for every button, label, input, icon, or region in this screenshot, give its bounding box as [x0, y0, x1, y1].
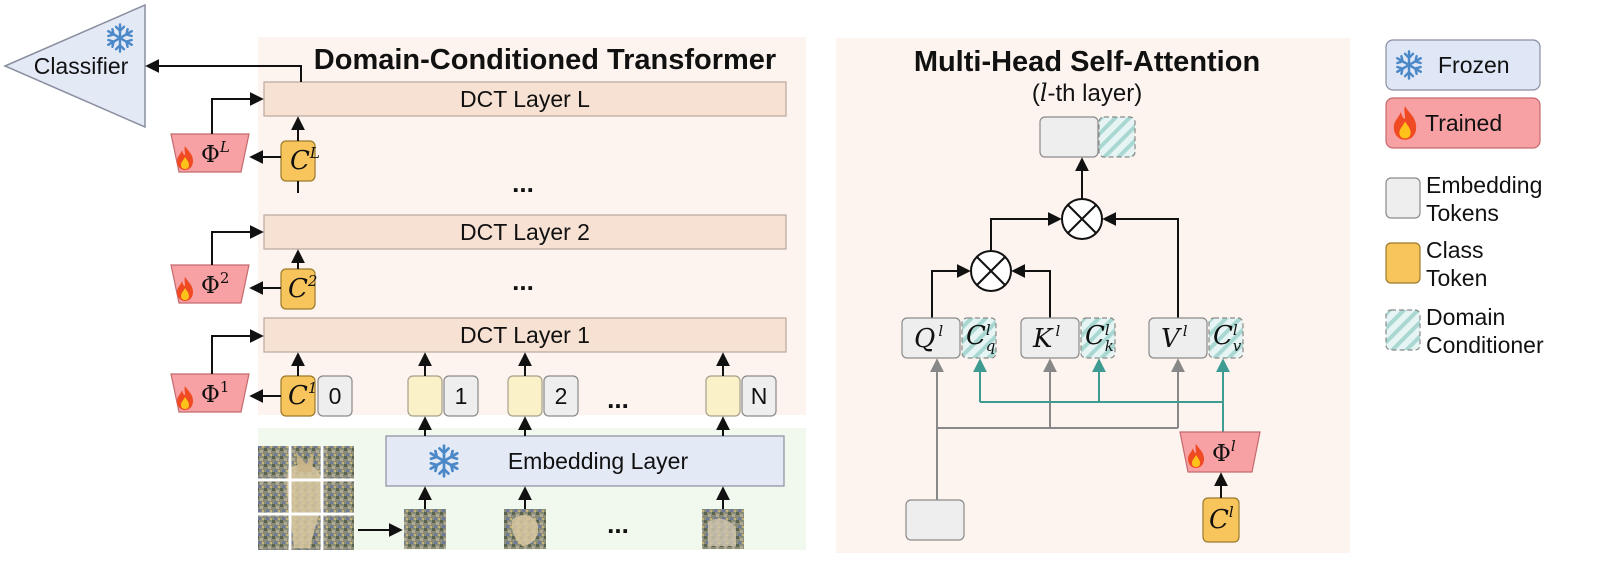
key-token [1020, 317, 1080, 359]
multiply-icon [1061, 198, 1103, 240]
query-conditioner [961, 317, 997, 359]
legend-trained-label: Trained [1425, 110, 1502, 136]
legend-class-label-1: Class [1426, 237, 1484, 263]
embedding-token-2 [543, 375, 579, 417]
arrow-icon [211, 92, 264, 134]
value-conditioner [1208, 317, 1244, 359]
arrow-icon [211, 329, 264, 374]
dct-layer-l [263, 81, 787, 117]
dct-layer-1 [263, 317, 787, 353]
key-conditioner [1080, 317, 1116, 359]
output-domain-conditioner [1098, 116, 1136, 158]
token-index-0: 0 [329, 383, 342, 409]
classifier-label: Classifier [34, 53, 129, 79]
arrow-icon [211, 225, 264, 265]
patch-token-1 [407, 375, 443, 417]
token-index-2: 2 [555, 383, 568, 409]
arrow-icon [931, 264, 971, 318]
dct-layer-l-label: DCT Layer L [460, 86, 590, 112]
dct-layer-2 [263, 214, 787, 250]
legend-frozen-label: Frozen [1438, 52, 1510, 78]
legend-class-token-swatch [1385, 242, 1421, 284]
legend: Frozen Trained Embedding Tokens Class To… [1385, 39, 1544, 358]
legend-embedding-label-1: Embedding [1426, 172, 1542, 198]
phi-l-label: ΦL [201, 138, 230, 168]
arrow-icon [1102, 212, 1179, 318]
left-panel: Domain-Conditioned Transformer Classifie… [3, 3, 806, 550]
class-token-2-label: C2 [288, 272, 317, 304]
legend-domain-label-2: Conditioner [1426, 332, 1544, 358]
ellipsis: ... [512, 168, 534, 198]
legend-class-label-2: Token [1426, 265, 1487, 291]
ellipsis: ... [607, 509, 629, 539]
token-index-1: 1 [455, 383, 468, 409]
patch-token-2 [507, 375, 543, 417]
patch-token-n [705, 375, 741, 417]
token-index-n: N [751, 383, 768, 409]
value-token [1148, 317, 1208, 359]
embedding-token-n [741, 375, 777, 417]
legend-embedding-swatch [1385, 177, 1421, 219]
mhsa-title: Multi-Head Self-Attention [914, 46, 1260, 78]
arrow-icon [990, 212, 1062, 251]
dct-layer-2-label: DCT Layer 2 [460, 219, 590, 245]
output-embedding-token [1039, 116, 1099, 158]
legend-trained-swatch [1385, 97, 1541, 149]
mhsa-panel-background [836, 38, 1350, 553]
ellipsis: ... [512, 266, 534, 296]
arrow-icon [1011, 264, 1051, 318]
class-token-right-label: Cl [1209, 503, 1234, 535]
query-token [901, 317, 961, 359]
output-arrow [145, 59, 302, 82]
class-token-1-label: C1 [288, 379, 317, 411]
phi-1-label: Φ1 [201, 378, 229, 408]
mhsa-subtitle: (l-th layer) [1032, 79, 1142, 107]
image-patch [404, 509, 446, 549]
dct-layer-1-label: DCT Layer 1 [460, 322, 590, 348]
legend-frozen-swatch [1385, 39, 1541, 91]
dct-title: Domain-Conditioned Transformer [314, 44, 776, 76]
legend-domain-label-1: Domain [1426, 304, 1505, 330]
multiply-icon [970, 250, 1012, 292]
input-image-grid [258, 446, 354, 550]
embedding-layer-label: Embedding Layer [508, 448, 689, 474]
legend-domain-swatch [1385, 309, 1421, 351]
ellipsis: ... [607, 384, 629, 414]
embedding-token-1 [443, 375, 479, 417]
input-embedding-token [905, 499, 965, 541]
embedding-token-0 [317, 375, 353, 417]
class-token-l-label: CL [290, 144, 320, 176]
embedding-layer [385, 435, 785, 487]
right-panel: Multi-Head Self-Attention (l-th layer) Q… [836, 38, 1350, 553]
phi-2-label: Φ2 [201, 269, 229, 299]
legend-embedding-label-2: Tokens [1426, 200, 1499, 226]
phi-right-label: Φl [1212, 437, 1236, 467]
